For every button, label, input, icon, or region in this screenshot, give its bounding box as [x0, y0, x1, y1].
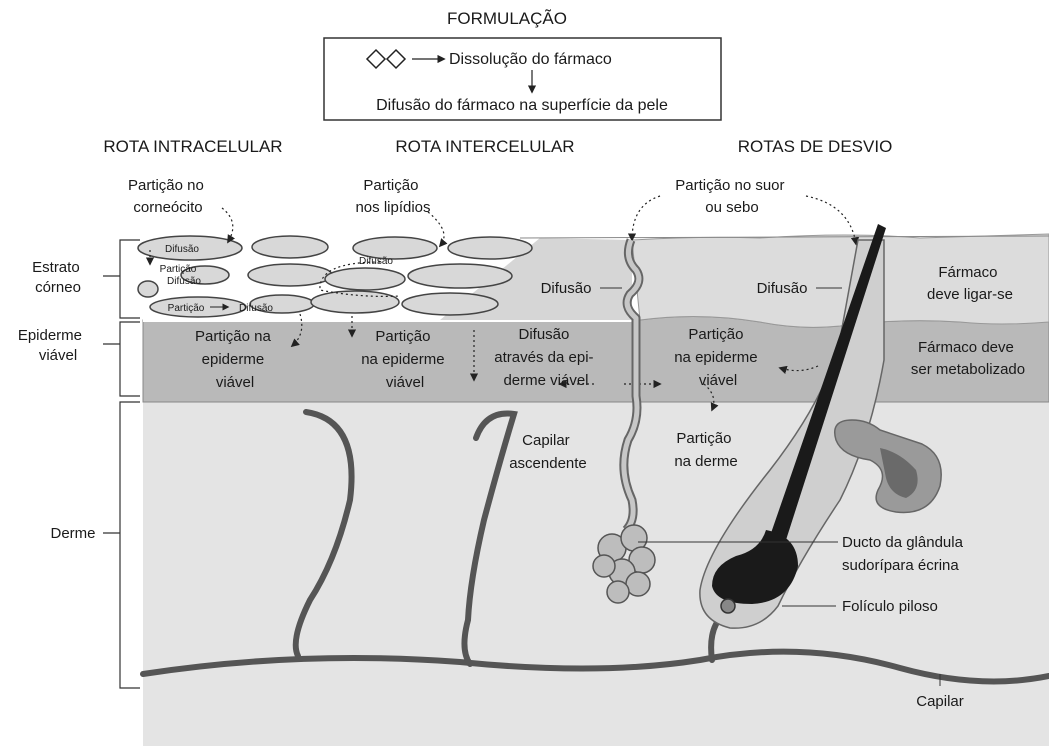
dermis-label: Derme	[50, 525, 95, 542]
hair-follicle-label: Folículo piloso	[842, 598, 938, 615]
dissolution-label: Dissolução do fármaco	[449, 51, 612, 68]
partition-sweat-label: Partição no suor ou sebo	[675, 177, 788, 216]
sc-partition: Partição	[160, 264, 197, 275]
surface-diffusion-label: Difusão do fármaco na superfície da pele	[376, 97, 668, 114]
viable-epidermis-label: Epiderme viável	[18, 327, 86, 364]
partition-corneocyte-label: Partição no corneócito	[128, 177, 208, 216]
layer-labels: Estrato córneo Epiderme viável Derme	[18, 259, 96, 542]
route-shunt: ROTAS DE DESVIO	[738, 137, 893, 156]
layer-brackets	[103, 240, 140, 688]
formulation-title: FORMULAÇÃO	[447, 9, 567, 28]
capillary-label: Capilar	[916, 693, 964, 710]
diffusion-duct-label: Difusão	[541, 280, 592, 297]
top-labels: Partição no corneócito Partição nos lipí…	[128, 177, 789, 216]
sc-diffusion-3: Difusão	[239, 303, 273, 314]
diffusion-hair-label: Difusão	[757, 280, 808, 297]
drug-diamond-icon	[387, 50, 405, 68]
stratum-corneum-label: Estrato córneo	[32, 259, 84, 296]
sc-diffusion-1: Difusão	[165, 244, 199, 255]
route-headers: ROTA INTRACELULAR ROTA INTERCELULAR ROTA…	[103, 137, 892, 156]
partition-lipids-label: Partição nos lipídios	[355, 177, 430, 216]
route-intercellular: ROTA INTERCELULAR	[395, 137, 574, 156]
sc-diffusion-2: Difusão	[167, 276, 201, 287]
route-intracellular: ROTA INTRACELULAR	[103, 137, 282, 156]
sc-partition-2: Partição	[168, 303, 205, 314]
sc-diffusion-lipid: Difusão	[359, 256, 393, 267]
formulation-box: FORMULAÇÃO Dissolução do fármaco Difusão…	[324, 9, 721, 120]
drug-diamond-icon	[367, 50, 385, 68]
